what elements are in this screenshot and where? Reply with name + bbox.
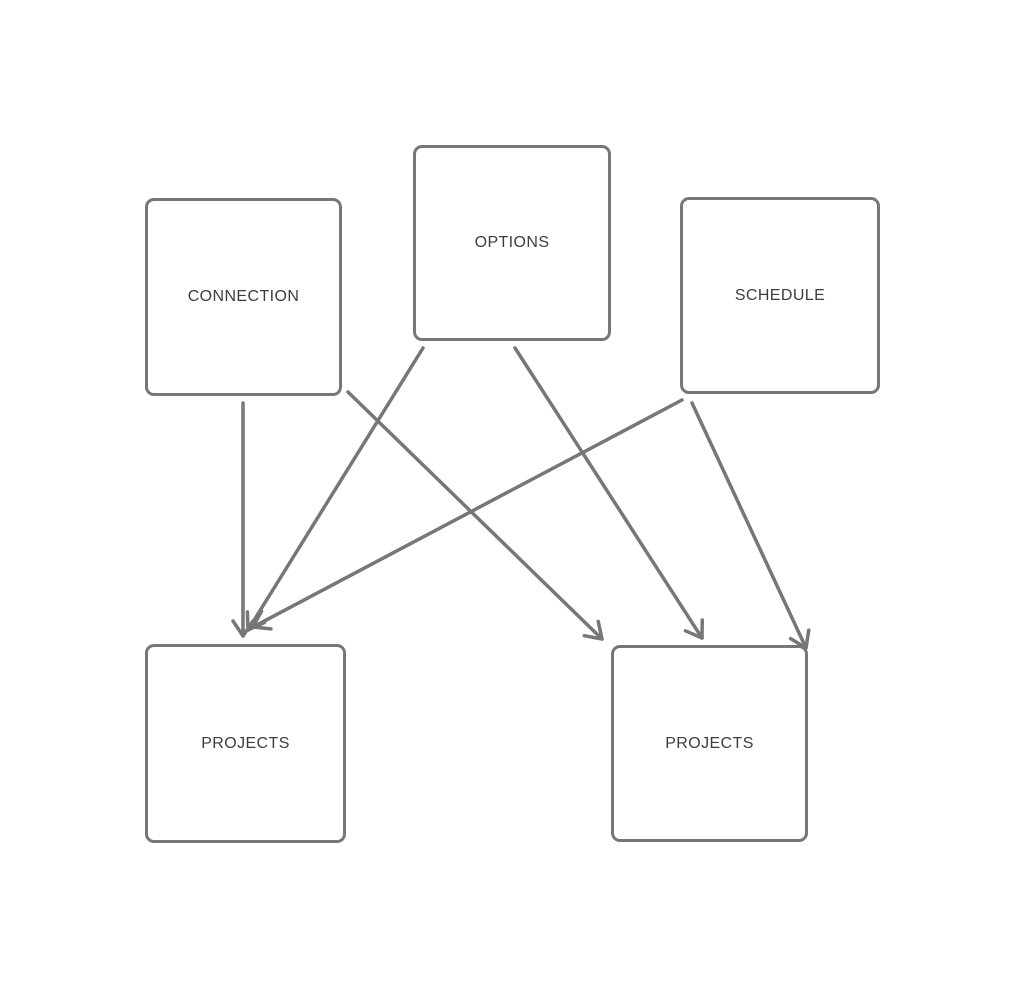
node-connection[interactable]: CONNECTION — [145, 198, 342, 396]
arrow-connection-to-projects-right[interactable] — [346, 390, 604, 641]
arrow-schedule-to-projects-right[interactable] — [690, 401, 811, 650]
arrow-options-to-projects-left[interactable] — [245, 346, 425, 632]
arrow-schedule-to-projects-left[interactable] — [251, 398, 684, 631]
node-projects-right[interactable]: PROJECTS — [611, 645, 808, 842]
node-label-projects-left: PROJECTS — [201, 734, 290, 752]
node-label-options: OPTIONS — [474, 234, 550, 251]
node-label-projects-right: PROJECTS — [665, 734, 754, 752]
node-label-connection: CONNECTION — [187, 288, 300, 305]
arrow-options-to-projects-right[interactable] — [513, 346, 705, 640]
node-options[interactable]: OPTIONS — [413, 145, 611, 341]
node-label-schedule: SCHEDULE — [734, 286, 826, 304]
node-projects-left[interactable]: PROJECTS — [145, 644, 346, 843]
node-schedule[interactable]: SCHEDULE — [680, 197, 880, 394]
